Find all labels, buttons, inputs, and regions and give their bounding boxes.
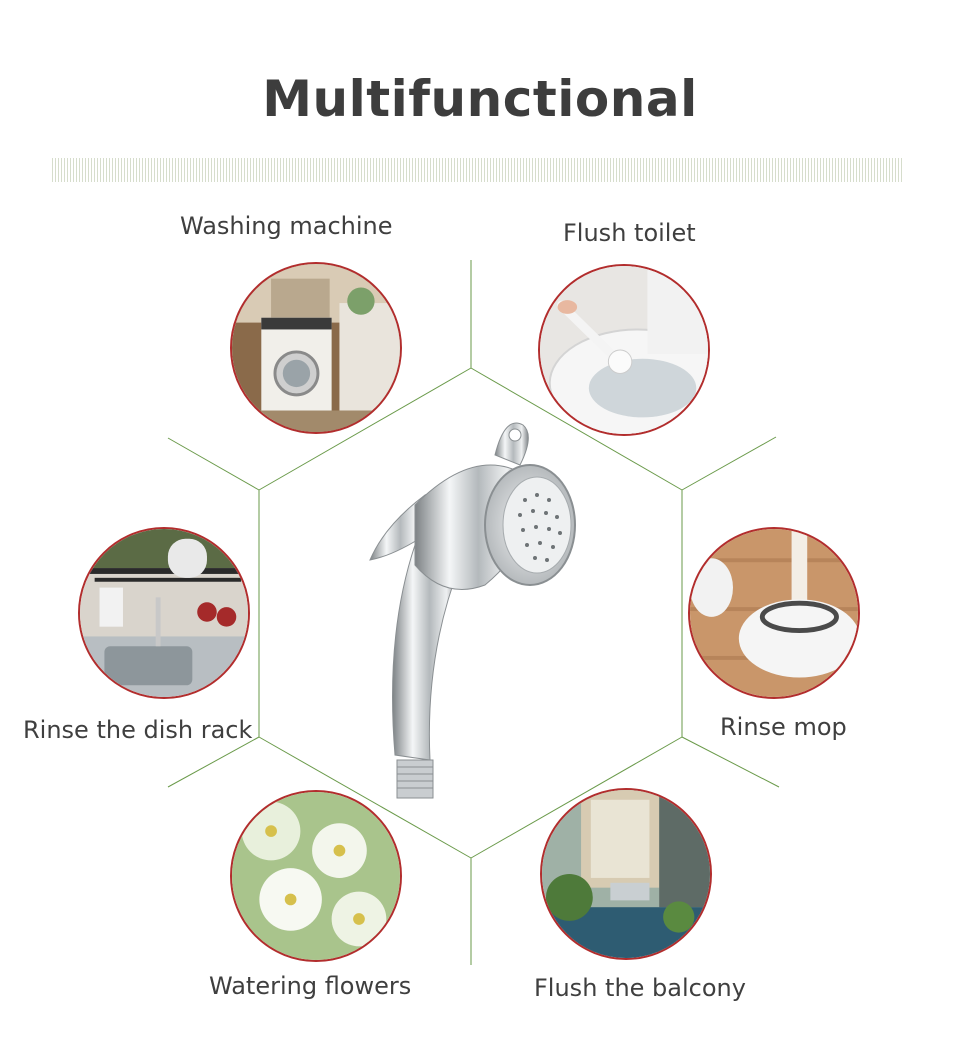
label-flush-toilet: Flush toilet	[563, 219, 696, 247]
label-watering-flowers: Watering flowers	[209, 972, 412, 1000]
label-rinse-mop: Rinse mop	[720, 713, 847, 741]
washing-machine-photo	[230, 262, 402, 434]
bidet-sprayer-head	[369, 422, 576, 799]
balcony-photo	[540, 788, 712, 960]
label-washing-machine: Washing machine	[180, 212, 393, 240]
decorative-divider	[52, 158, 902, 182]
toilet-photo	[538, 264, 710, 436]
dish-rack-photo	[78, 527, 250, 699]
label-flush-balcony: Flush the balcony	[534, 974, 746, 1002]
label-rinse-dish-rack: Rinse the dish rack	[23, 716, 253, 744]
page-title: Multifunctional	[262, 70, 698, 128]
flowers-photo	[230, 790, 402, 962]
mop-photo	[688, 527, 860, 699]
